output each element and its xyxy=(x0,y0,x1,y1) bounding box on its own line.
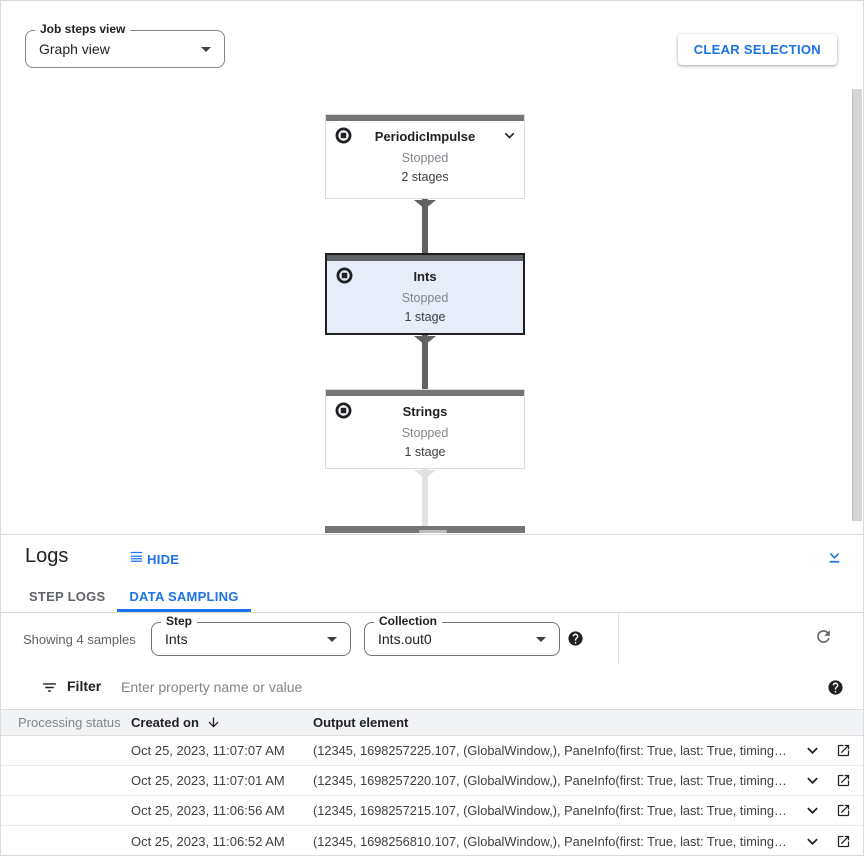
graph-node-periodicimpulse[interactable]: PeriodicImpulse Stopped 2 stages xyxy=(325,114,525,199)
node-stages: 2 stages xyxy=(401,170,449,184)
created-on-cell: Oct 25, 2023, 11:07:01 AM xyxy=(131,773,285,788)
data-sampling-controls: Showing 4 samples Step Ints Collection I… xyxy=(1,613,863,665)
collapse-panel-icon[interactable] xyxy=(825,547,844,566)
tab-data-sampling[interactable]: DATA SAMPLING xyxy=(117,580,251,612)
step-select-label: Step xyxy=(161,614,198,629)
edge-arrow-icon xyxy=(414,336,436,345)
edge-arrow-icon xyxy=(414,200,436,209)
clear-selection-button[interactable]: CLEAR SELECTION xyxy=(677,34,837,65)
node-status-bar xyxy=(327,255,523,261)
logs-tabbar: STEP LOGS DATA SAMPLING xyxy=(1,580,863,613)
sample-row: Oct 25, 2023, 11:07:01 AM (12345, 169825… xyxy=(1,766,863,796)
node-status: Stopped xyxy=(401,291,449,305)
collection-select-value: Ints.out0 xyxy=(378,631,432,647)
node-title: Strings xyxy=(402,404,448,419)
filter-label: Filter xyxy=(67,678,102,694)
refresh-samples-icon[interactable] xyxy=(814,627,833,646)
step-select[interactable]: Step Ints xyxy=(151,614,351,656)
hide-logs-button[interactable]: HIDE xyxy=(129,550,179,568)
filter-bar: Filter xyxy=(1,665,863,709)
tab-step-logs[interactable]: STEP LOGS xyxy=(29,588,106,604)
partially-visible-node xyxy=(325,526,525,533)
logs-header: Logs HIDE xyxy=(1,535,863,580)
job-graph-canvas[interactable]: PeriodicImpulse Stopped 2 stages Ints St… xyxy=(1,86,863,534)
node-status: Stopped xyxy=(401,426,449,440)
collection-help-icon[interactable] xyxy=(567,630,584,647)
panel-resize-handle[interactable] xyxy=(419,530,447,533)
dropdown-arrow-icon xyxy=(201,47,211,52)
node-title: Ints xyxy=(413,269,437,284)
edge-arrow-icon xyxy=(414,470,436,479)
node-title: PeriodicImpulse xyxy=(374,129,476,144)
samples-table-header: Processing status Created on Output elem… xyxy=(1,709,863,736)
open-in-new-icon[interactable] xyxy=(836,743,851,758)
vertical-scrollbar[interactable] xyxy=(852,89,862,521)
open-in-new-icon[interactable] xyxy=(836,773,851,788)
chevron-down-icon[interactable] xyxy=(500,126,519,145)
graph-node-strings[interactable]: Strings Stopped 1 stage xyxy=(325,389,525,469)
hide-logs-label: HIDE xyxy=(147,551,180,567)
output-element-cell: (12345, 1698257215.107, (GlobalWindow,),… xyxy=(313,803,787,818)
filter-input[interactable] xyxy=(121,673,801,701)
step-select-value: Ints xyxy=(165,631,188,647)
stopped-status-icon xyxy=(335,127,352,144)
expand-row-icon[interactable] xyxy=(802,770,823,791)
column-created-on[interactable]: Created on xyxy=(131,715,313,730)
expand-row-icon[interactable] xyxy=(802,740,823,761)
graph-toolbar: Job steps view Graph view CLEAR SELECTIO… xyxy=(1,1,863,86)
created-on-cell: Oct 25, 2023, 11:06:56 AM xyxy=(131,803,285,818)
job-steps-view-select[interactable]: Job steps view Graph view xyxy=(25,22,225,68)
stopped-status-icon xyxy=(336,267,353,284)
logs-panel: Logs HIDE STEP LOGS DATA SAMPLING Showin… xyxy=(1,534,863,855)
filter-help-icon[interactable] xyxy=(827,679,844,696)
vertical-divider xyxy=(618,613,619,665)
output-element-cell: (12345, 1698257220.107, (GlobalWindow,),… xyxy=(313,773,787,788)
output-element-cell: (12345, 1698256810.107, (GlobalWindow,),… xyxy=(313,833,787,849)
node-status: Stopped xyxy=(401,151,449,165)
edge-periodicimpulse-ints xyxy=(422,199,428,253)
sample-row: Oct 25, 2023, 11:07:07 AM (12345, 169825… xyxy=(1,736,863,766)
column-processing-status: Processing status xyxy=(18,715,121,730)
hide-logs-icon xyxy=(129,550,144,568)
collection-select[interactable]: Collection Ints.out0 xyxy=(364,614,560,656)
dropdown-arrow-icon xyxy=(536,637,546,642)
expand-row-icon[interactable] xyxy=(802,800,823,821)
node-status-bar xyxy=(326,390,524,396)
sample-row: Oct 25, 2023, 11:06:52 AM (12345, 169825… xyxy=(1,826,863,855)
job-steps-view-value: Graph view xyxy=(39,41,110,57)
sort-descending-icon xyxy=(206,715,221,730)
graph-node-ints-selected[interactable]: Ints Stopped 1 stage xyxy=(325,253,525,335)
expand-row-icon[interactable] xyxy=(802,831,823,852)
created-on-cell: Oct 25, 2023, 11:06:52 AM xyxy=(131,833,285,849)
edge-ints-strings xyxy=(422,335,428,389)
created-on-cell: Oct 25, 2023, 11:07:07 AM xyxy=(131,743,285,758)
job-steps-view-label: Job steps view xyxy=(35,22,131,37)
stopped-status-icon xyxy=(335,402,352,419)
sample-row: Oct 25, 2023, 11:06:56 AM (12345, 169825… xyxy=(1,796,863,826)
open-in-new-icon[interactable] xyxy=(836,834,851,849)
logs-panel-title: Logs xyxy=(25,545,69,567)
dropdown-arrow-icon xyxy=(327,637,337,642)
filter-icon xyxy=(41,679,58,696)
node-stages: 1 stage xyxy=(404,310,446,324)
open-in-new-icon[interactable] xyxy=(836,803,851,818)
output-element-cell: (12345, 1698257225.107, (GlobalWindow,),… xyxy=(313,743,787,758)
node-stages: 1 stage xyxy=(404,445,446,459)
node-status-bar xyxy=(326,115,524,121)
edge-strings-next xyxy=(422,469,428,526)
collection-select-label: Collection xyxy=(374,614,443,629)
column-output-element: Output element xyxy=(313,715,409,730)
sample-count-text: Showing 4 samples xyxy=(23,632,136,647)
